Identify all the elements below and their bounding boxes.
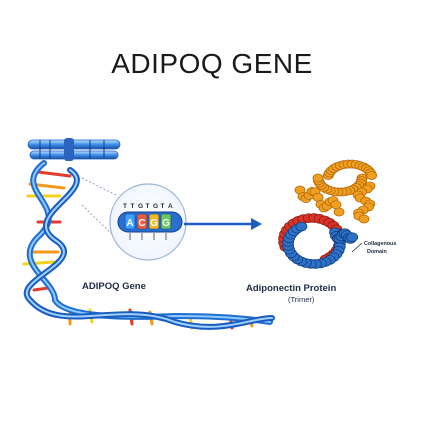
gene-label: ADIPOQ Gene [82,281,146,292]
protein-sublabel: (Trimer) [288,295,315,304]
protein-label: Adiponectin Protein [246,283,337,294]
base-pair [32,286,50,292]
coil-segment [312,173,324,183]
coil-segment [346,232,359,243]
base-pair [22,260,56,266]
sequence-letter: G [138,203,143,210]
arrow-icon [184,218,262,230]
coil-segment [366,171,378,180]
adiponectin-protein [278,159,378,269]
sequence-letter: T [146,203,150,210]
domain-label: Domain [367,249,387,255]
base-block [148,213,160,230]
base-block [160,213,172,230]
sequence-letter: T [123,203,127,210]
coil-segment [330,200,342,210]
coil-segment [358,214,370,224]
base-pair [36,170,72,178]
coil-segment [295,221,308,232]
sequence-letter: A [126,218,133,229]
sequence-letter: G [162,218,170,229]
chromosome [27,138,121,161]
coil-segment [333,207,345,217]
base-block [124,213,136,230]
dna-helix [24,160,275,330]
sequence-letter: G [150,218,158,229]
sequence-letter: G [153,203,158,210]
collagenous-pointer [351,242,363,253]
collagenous-label: Collagenous [364,241,397,247]
sequence-letter: A [168,203,173,210]
base-block [136,213,148,230]
sequence-letter: C [138,218,145,229]
sequence-letter: T [131,203,135,210]
sequence-letter: T [161,203,165,210]
page-title: ADIPOQ GENE [111,48,313,79]
